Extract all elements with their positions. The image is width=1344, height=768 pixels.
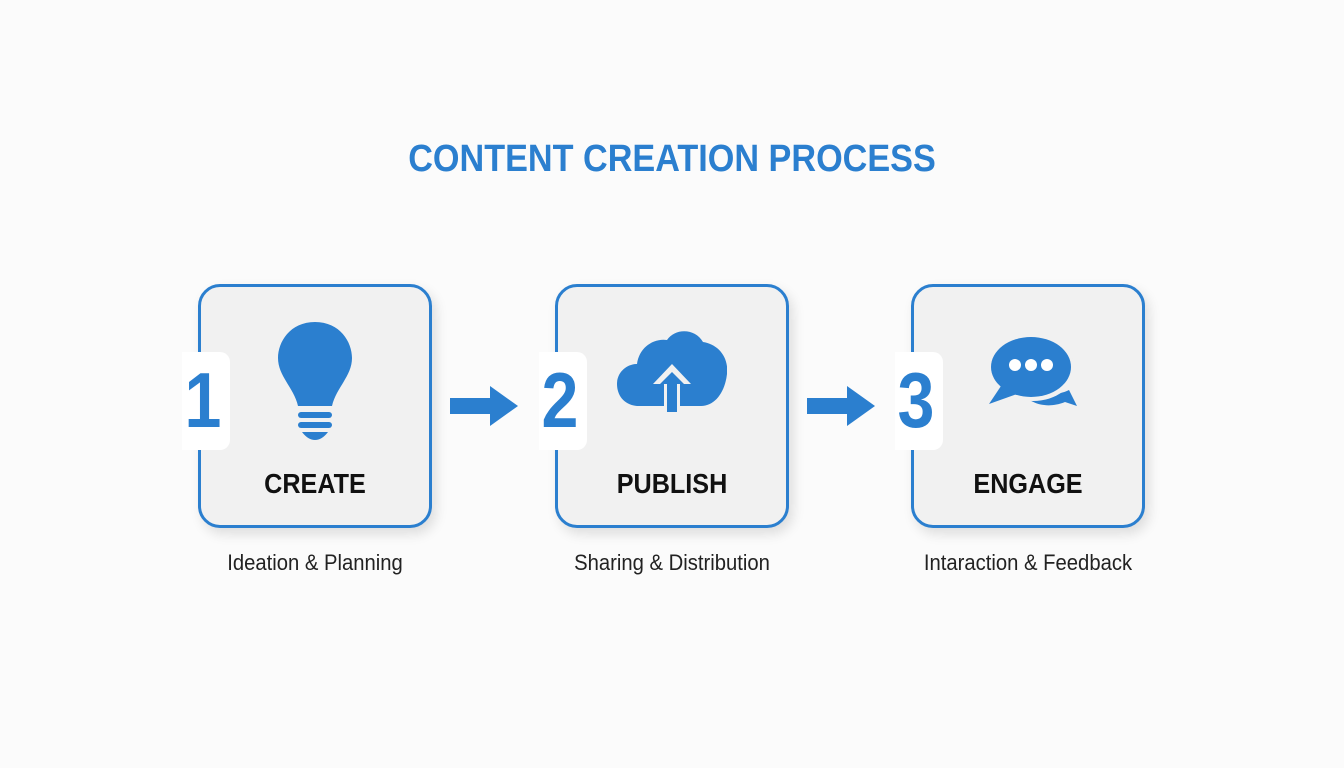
- step-caption: Sharing & Distribution: [574, 550, 770, 575]
- step-number: 2: [541, 356, 579, 444]
- arrow-right-icon: [450, 386, 518, 426]
- step-number-badge: [539, 352, 587, 450]
- arrow-right-icon: [807, 386, 875, 426]
- step-label: PUBLISH: [616, 468, 728, 499]
- step-label: CREATE: [264, 468, 366, 499]
- step-create: CREATE 1 Ideation & Planning: [182, 284, 432, 575]
- lightbulb-icon: [278, 322, 352, 440]
- step-publish: PUBLISH 2 Sharing & Distribution: [539, 284, 789, 575]
- step-caption: Ideation & Planning: [227, 550, 403, 575]
- step-label: ENGAGE: [973, 468, 1083, 499]
- step-card: [911, 284, 1145, 528]
- page-title: CONTENT CREATION PROCESS: [408, 138, 936, 180]
- step-number-badge: [182, 352, 230, 450]
- cloud-upload-icon: [617, 331, 727, 414]
- chat-bubbles-icon: [989, 337, 1077, 406]
- step-engage: ENGAGE 3 Intaraction & Feedback: [895, 284, 1145, 575]
- step-number: 1: [184, 356, 222, 444]
- step-number: 3: [897, 356, 935, 444]
- step-number-badge: [895, 352, 943, 450]
- step-caption: Intaraction & Feedback: [923, 550, 1133, 575]
